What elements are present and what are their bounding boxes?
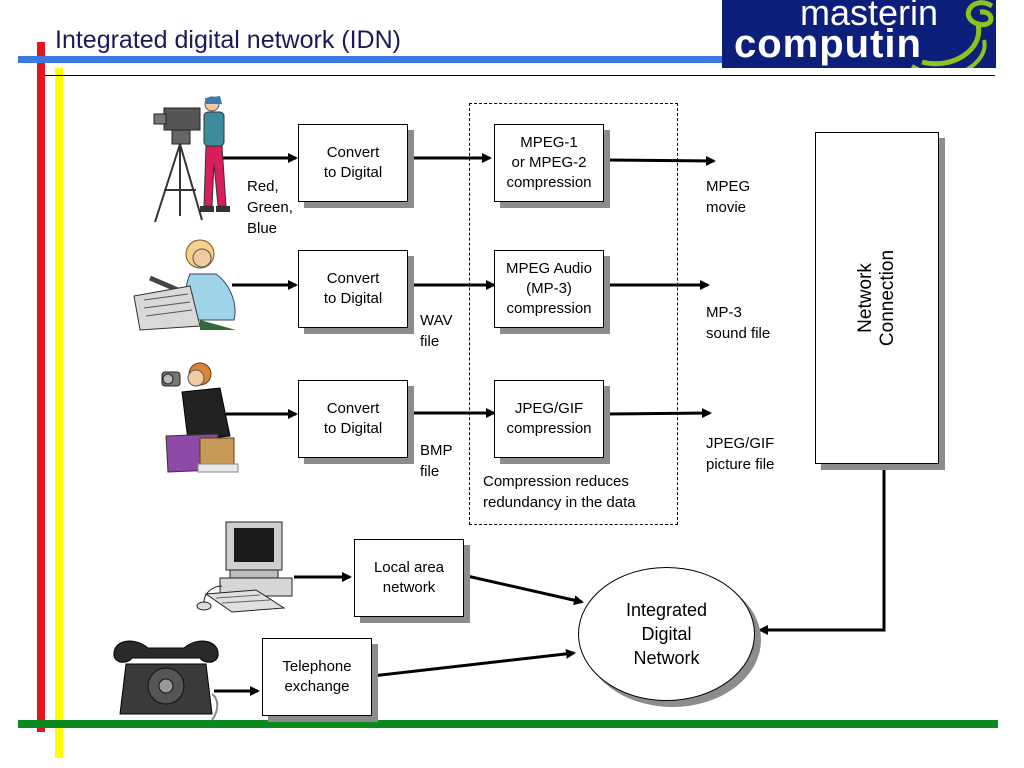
mastering-computing-logo: masterin computin	[722, 0, 996, 68]
header-thin-rule	[45, 75, 995, 76]
compression-label-image: JPEG/GIF compression	[506, 400, 592, 437]
yellow-vertical-bar	[55, 68, 63, 758]
compression-group	[469, 103, 678, 525]
input-label-image: BMP file	[420, 442, 453, 480]
green-footer-rule	[18, 720, 998, 728]
local-area-network-box: Local area network	[354, 539, 464, 617]
output-label-video: MPEG movie	[706, 178, 751, 216]
telephone-exchange-box: Telephone exchange	[262, 638, 372, 716]
network-connection-box: Network Connection	[815, 132, 939, 464]
sound-engineer-icon	[133, 239, 236, 331]
convert-label-video: Convert to Digital	[323, 144, 383, 181]
compression-note: Compression reduces redundancy in the da…	[483, 473, 636, 511]
logo-line1: masterin	[800, 0, 939, 33]
convert-to-digital-box-video: Convert to Digital	[298, 124, 408, 202]
output-label-image: JPEG/GIF picture file	[706, 435, 775, 473]
convert-to-digital-box-audio: Convert to Digital	[298, 250, 408, 328]
output-label-audio: MP-3 sound file	[706, 304, 771, 342]
logo-line2: computin	[734, 22, 922, 66]
camera-operator-icon	[153, 96, 230, 223]
integrated-digital-network-ellipse: Integrated Digital Network	[578, 567, 755, 701]
network-connection-label: Network Connection	[855, 249, 898, 347]
convert-to-digital-box-image: Convert to Digital	[298, 380, 408, 458]
desktop-computer-icon	[196, 521, 293, 613]
compression-box-audio: MPEG Audio (MP-3) compression	[494, 250, 604, 328]
page-title: Integrated digital network (IDN)	[55, 26, 401, 54]
compression-label-video: MPEG-1 or MPEG-2 compression	[506, 134, 592, 191]
telephone-exchange-label: Telephone exchange	[282, 658, 352, 695]
input-label-audio: WAV file	[420, 312, 453, 350]
idn-label: Integrated Digital Network	[625, 600, 708, 668]
convert-label-image: Convert to Digital	[323, 400, 383, 437]
lan-label: Local area network	[373, 559, 445, 596]
compression-box-image: JPEG/GIF compression	[494, 380, 604, 458]
blue-header-rule	[18, 56, 723, 63]
photographer-icon	[161, 362, 239, 473]
compression-box-video: MPEG-1 or MPEG-2 compression	[494, 124, 604, 202]
compression-label-audio: MPEG Audio (MP-3) compression	[506, 260, 592, 317]
logo-swoosh-icon	[910, 0, 994, 68]
convert-label-audio: Convert to Digital	[323, 270, 383, 307]
telephone-icon	[113, 640, 219, 721]
input-label-video: Red, Green, Blue	[247, 178, 293, 237]
red-vertical-bar	[37, 42, 45, 732]
